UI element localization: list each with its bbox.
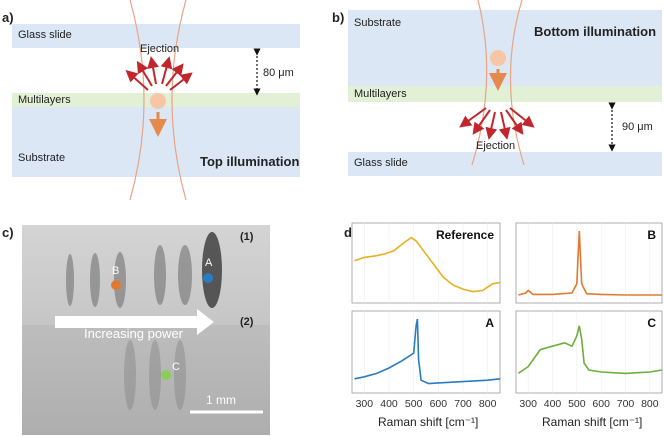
spectrum-frame-1 xyxy=(515,222,663,304)
spectrum-line-Reference xyxy=(354,236,501,293)
region-1-label: (1) xyxy=(240,231,254,243)
increasing-power-arrow xyxy=(55,309,214,335)
spectrum-line-A xyxy=(354,318,501,385)
point-b-label: B xyxy=(112,265,120,277)
point-a-label: A xyxy=(205,257,213,269)
micrograph-bottom xyxy=(22,325,270,435)
glass-slide-label: Glass slide xyxy=(354,157,408,169)
particle xyxy=(490,50,506,66)
x-tick-label: 400 xyxy=(544,398,562,410)
x-tick-label: 300 xyxy=(519,398,537,410)
multilayers-label: Multilayers xyxy=(354,88,407,100)
distance-label: 80 μm xyxy=(263,67,294,79)
panel-a: a) Glass slide Ejection 80 μm Multilayer… xyxy=(0,0,320,205)
glass-slide-layer xyxy=(12,24,300,48)
illumination-label: Top illumination xyxy=(200,154,300,169)
spectrum-frame-3 xyxy=(515,310,663,394)
point-b-marker xyxy=(111,280,121,290)
distance-label: 90 μm xyxy=(622,121,653,133)
ejection-arrows xyxy=(125,56,193,91)
point-c-marker xyxy=(161,370,171,380)
x-tick-label: 500 xyxy=(405,398,423,410)
micrograph-features xyxy=(55,232,263,414)
micrograph-top xyxy=(22,225,270,325)
ejection-label: Ejection xyxy=(140,43,180,55)
beam-left xyxy=(129,0,145,201)
panel-c: c) (1) (2) Increasing power B A C 1 mm xyxy=(0,215,330,436)
x-tick-label: 600 xyxy=(592,398,610,410)
scale-label: 1 mm xyxy=(206,393,236,407)
panel-b-diagram xyxy=(459,0,616,166)
beam-right xyxy=(171,0,187,201)
x-tick-label: 300 xyxy=(356,398,374,410)
spectrum-title-A: A xyxy=(485,316,494,330)
x-tick-label: 700 xyxy=(454,398,472,410)
x-tick-label: 600 xyxy=(430,398,448,410)
spectrum-title-B: B xyxy=(647,228,656,242)
substrate-label: Substrate xyxy=(354,17,402,29)
x-tick-label: 800 xyxy=(641,398,659,410)
ejection-arrows xyxy=(459,107,535,140)
panel-b-letter: b) xyxy=(332,10,345,25)
region-2-label: (2) xyxy=(240,316,254,328)
x-tick-label: 500 xyxy=(568,398,586,410)
multilayers-label: Multilayers xyxy=(18,94,71,106)
x-tick-label: 400 xyxy=(380,398,398,410)
panel-c-letter: c) xyxy=(2,225,14,240)
glass-slide-label: Glass slide xyxy=(18,29,72,41)
substrate-layer xyxy=(12,107,300,177)
x-tick-label: 800 xyxy=(479,398,497,410)
point-c-label: C xyxy=(172,361,180,373)
x-tick-label: 700 xyxy=(617,398,635,410)
glass-slide-layer xyxy=(348,152,662,176)
raman-spectra: Reference B A 300 400 500 600 700 800 C 300 400 500 6… xyxy=(351,222,663,410)
spectrum-frame-2 xyxy=(351,310,501,394)
spectrum-title-C: C xyxy=(647,316,656,330)
panel-a-diagram xyxy=(125,0,261,201)
particle xyxy=(150,93,166,109)
x-axis-label-right: Raman shift [cm⁻¹] xyxy=(542,415,643,429)
point-a-marker xyxy=(203,273,213,283)
x-axis-label-left: Raman shift [cm⁻¹] xyxy=(378,415,479,429)
illumination-label: Bottom illumination xyxy=(534,24,657,39)
spectrum-line-B xyxy=(518,230,662,296)
spectrum-title-Reference: Reference xyxy=(436,228,494,242)
spectrum-frame-0 xyxy=(351,222,501,304)
spectrum-line-C xyxy=(517,325,663,375)
substrate-label: Substrate xyxy=(18,152,66,164)
panel-a-letter: a) xyxy=(2,10,14,25)
panel-b: b) Substrate Bottom illumination Multila… xyxy=(330,0,664,205)
multilayers-layer xyxy=(348,86,662,102)
increasing-power-label: Increasing power xyxy=(84,326,183,341)
ejection-label: Ejection xyxy=(476,140,516,152)
